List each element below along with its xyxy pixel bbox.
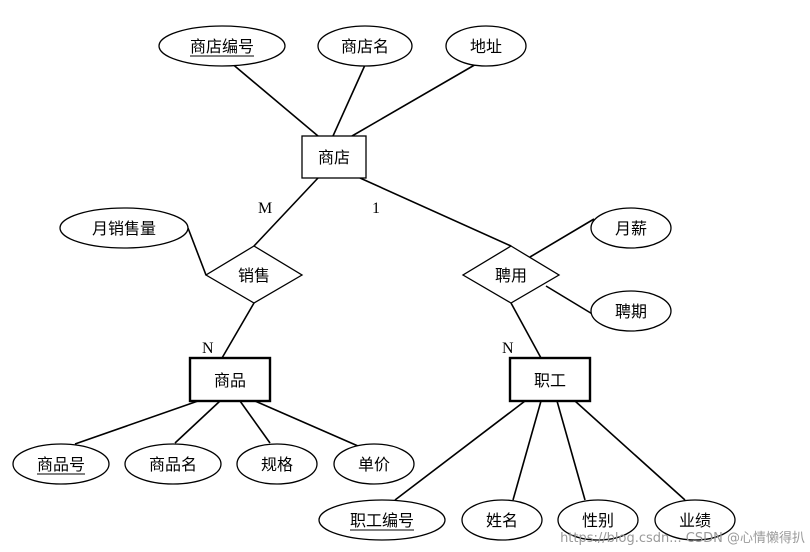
entity-shop-label: 商店 (318, 148, 350, 167)
relationship-sales-label: 销售 (238, 266, 270, 285)
edge-hire-salary (529, 218, 595, 258)
attribute-employee-id-label: 职工编号 (350, 511, 414, 530)
attribute-gender-label: 性别 (582, 511, 614, 530)
edge-sales-monthlysales (187, 227, 207, 276)
attribute-product-name-label: 商品名 (149, 455, 197, 474)
edge-product-spec (239, 400, 271, 444)
edge-shop-hire (359, 177, 512, 247)
attribute-performance-label: 业绩 (679, 511, 711, 530)
attribute-shop-name: 商店名 (317, 25, 413, 67)
edge-shop-address (351, 62, 479, 137)
relationship-hire-label: 聘用 (495, 266, 527, 285)
attribute-unit-price: 单价 (333, 443, 415, 485)
attribute-product-name: 商品名 (124, 443, 222, 485)
attribute-performance: 业绩 (654, 499, 736, 541)
entity-product-label: 商品 (214, 371, 246, 390)
edge-sales-product (221, 302, 255, 359)
edge-shop-sales (253, 177, 319, 247)
attribute-spec-label: 规格 (261, 455, 293, 474)
watermark: https://blog.csdn... CSDN @心情懒得扒 (560, 530, 805, 546)
cardinality-employee-hire: N (502, 340, 514, 357)
attribute-address: 地址 (445, 25, 527, 67)
attribute-gender: 性别 (557, 499, 639, 541)
attribute-monthly-sales-label: 月销售量 (92, 219, 156, 238)
attribute-hire-term-label: 聘期 (615, 302, 647, 321)
edge-hire-employee (510, 302, 542, 359)
edge-employee-gender (556, 400, 586, 501)
entity-shop: 商店 (301, 135, 367, 179)
attribute-emp-name-label: 姓名 (486, 511, 518, 530)
attribute-shop-id-label: 商店编号 (190, 37, 254, 56)
cardinality-shop-sales: M (258, 200, 272, 217)
relationship-sales: 月销售量 销售 (59, 207, 304, 304)
entity-employee: 职工 (508, 356, 592, 403)
attribute-employee-id: 职工编号 (318, 499, 446, 541)
attribute-address-label: 地址 (470, 37, 502, 56)
attribute-spec: 规格 (236, 443, 318, 485)
attribute-unit-price-label: 单价 (358, 455, 390, 474)
cardinality-product-sales: N (202, 340, 214, 357)
edges (74, 61, 686, 501)
attribute-monthly-salary-label: 月薪 (615, 219, 647, 238)
edge-employee-performance (574, 400, 686, 501)
relationship-hire: 聘用 月薪 聘期 (461, 207, 672, 332)
edge-employee-employeeid (394, 400, 526, 501)
edge-product-price (254, 400, 359, 447)
edge-shop-shopid (229, 61, 319, 137)
edge-product-productid (74, 400, 199, 445)
entity-employee-label: 职工 (534, 371, 566, 390)
edge-shop-shopname (332, 64, 366, 137)
attribute-product-id-label: 商品号 (37, 455, 85, 474)
attribute-emp-name: 姓名 (461, 499, 543, 541)
attribute-shop-name-label: 商店名 (341, 37, 389, 56)
cardinality-shop-hire: 1 (372, 200, 380, 217)
attribute-shop-id: 商店编号 (158, 25, 286, 67)
edge-hire-term (545, 285, 595, 316)
entity-product: 商品 (188, 356, 272, 403)
attribute-product-id: 商品号 (12, 443, 110, 485)
edge-employee-name (512, 400, 542, 501)
edge-product-productname (174, 400, 221, 444)
